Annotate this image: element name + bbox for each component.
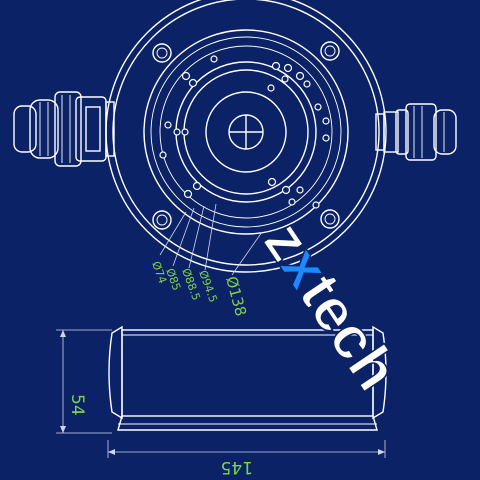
diameter-label-5: Ø138 [222, 274, 250, 318]
housing-top-view [105, 0, 387, 273]
screw-bosses [152, 41, 340, 230]
diameter-leader-lines [159, 203, 263, 276]
left-cable-gland [13, 91, 115, 167]
diameter-label-4: Ø94.5 [196, 269, 220, 305]
right-cable-gland [375, 103, 457, 161]
height-dimension [56, 329, 112, 434]
brand-logo: zxtech [251, 210, 411, 402]
mounting-holes [159, 55, 330, 209]
height-label: 54 [67, 394, 87, 416]
width-dimension [107, 440, 386, 458]
housing-side-view [108, 325, 387, 431]
width-label: 145 [221, 457, 253, 477]
diameter-labels: Ø74 Ø85 Ø88.5 Ø94.5 Ø138 [149, 260, 250, 319]
